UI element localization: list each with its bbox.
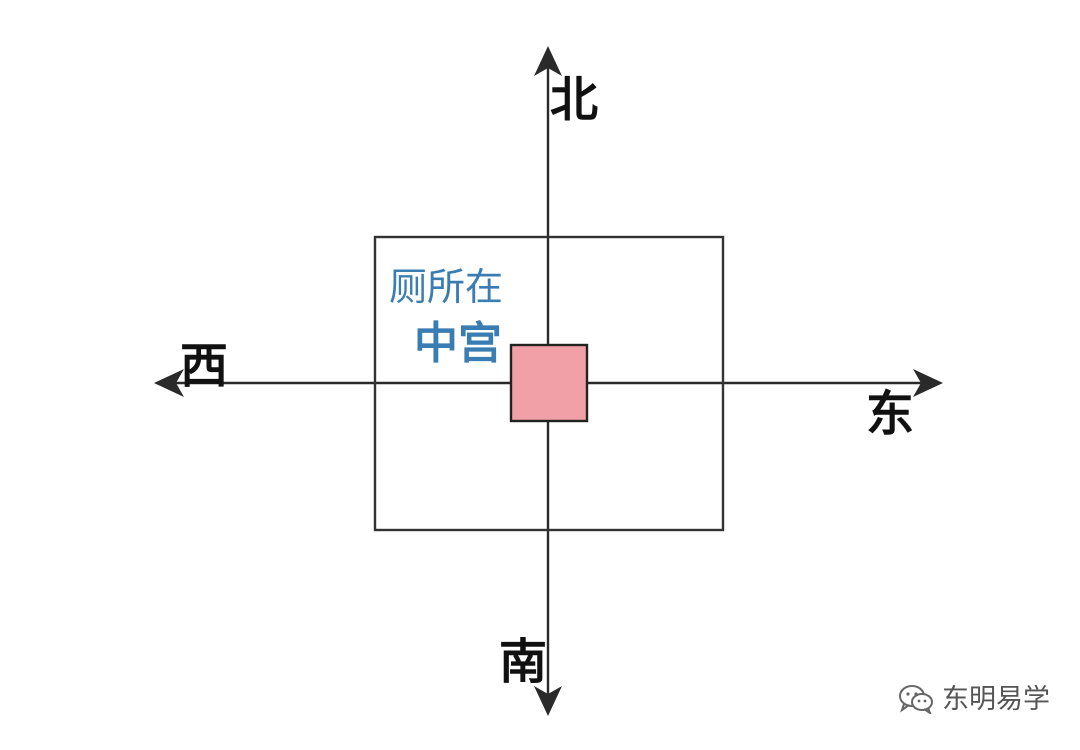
center-palace-toilet [509, 343, 589, 423]
north-arrowhead [534, 46, 562, 76]
north-label: 北 [550, 72, 599, 128]
west-arrowhead [154, 369, 184, 397]
south-label: 南 [499, 634, 548, 690]
wechat-icon [899, 685, 933, 714]
house-outline [373, 235, 725, 532]
watermark-text: 东明易学 [942, 683, 1050, 715]
east-label: 东 [866, 386, 915, 442]
watermark: 东明易学 [898, 684, 1050, 714]
toilet-location-note: 厕所在 [389, 265, 504, 309]
east-arrowhead [913, 369, 943, 397]
south-arrowhead [534, 686, 562, 716]
center-palace-note: 中宫 [414, 318, 502, 369]
west-label: 西 [180, 338, 229, 394]
